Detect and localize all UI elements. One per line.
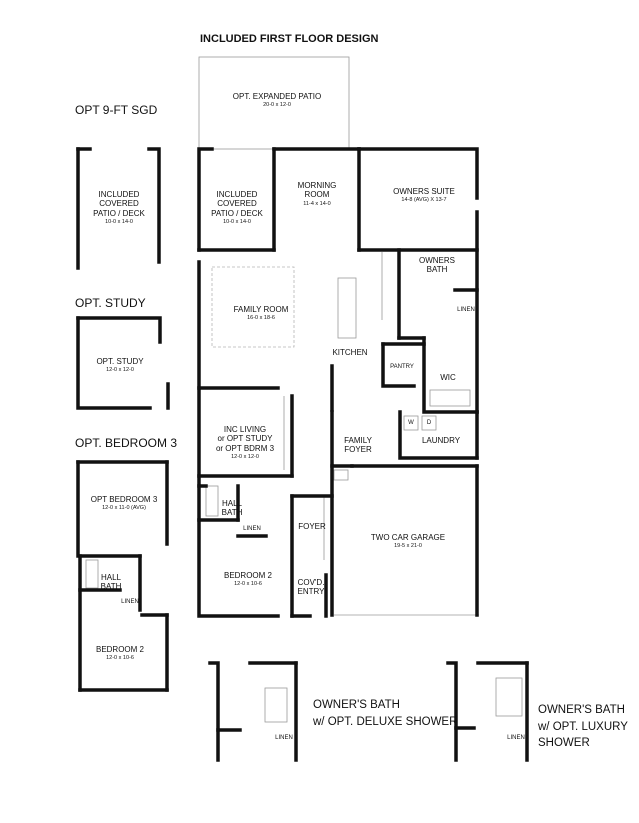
room-bedroom2-opt: BEDROOM 2 12-0 x 10-6 xyxy=(82,645,158,662)
room-name: BEDROOM 2 xyxy=(223,571,272,580)
room-dim: 16-0 x 18-6 xyxy=(247,315,275,322)
room-wic: WIC xyxy=(440,373,456,382)
room-name: INCLUDED COVERED PATIO / DECK xyxy=(211,190,263,218)
room-opt-study: OPT. STUDY 12-0 x 12-0 xyxy=(82,357,158,374)
deluxe-shower-box xyxy=(264,687,288,723)
room-pantry: PANTRY xyxy=(390,364,414,370)
section-label-bedroom3: OPT. BEDROOM 3 xyxy=(75,436,178,450)
room-dim: 12-0 x 12-0 xyxy=(231,453,259,460)
room-name: OWNERS SUITE xyxy=(393,187,455,196)
room-dim: 20-0 x 12-0 xyxy=(263,102,291,109)
room-dim: 12-0 x 11-0 (AVG) xyxy=(102,505,146,512)
option-luxury-shower: OWNER'S BATH w/ OPT. LUXURY SHOWER xyxy=(538,704,628,750)
opt-hall-bath-tub xyxy=(85,559,99,589)
room-name: OPT. STUDY xyxy=(96,357,144,366)
room-dim: 12-0 x 10-6 xyxy=(106,655,134,662)
wall-wic xyxy=(422,336,479,414)
room-name: BEDROOM 2 xyxy=(95,645,144,654)
wall-pantry xyxy=(381,342,416,388)
option-deluxe-shower: OWNER'S BATH w/ OPT. DELUXE SHOWER xyxy=(313,699,458,728)
room-dim: 11-4 x 14-0 xyxy=(303,200,331,207)
room-dim: 12-0 x 10-6 xyxy=(234,581,262,588)
thin-lines xyxy=(85,56,523,723)
room-dim: 12-0 x 12-0 xyxy=(106,367,134,374)
room-name: INCLUDED COVERED PATIO / DECK xyxy=(93,190,145,218)
room-bedroom2: BEDROOM 2 12-0 x 10-6 xyxy=(210,571,286,588)
page-title: INCLUDED FIRST FLOOR DESIGN xyxy=(200,33,379,45)
walls xyxy=(76,147,529,762)
wall-suite-top xyxy=(357,147,479,200)
room-owners-bath: OWNERS BATH xyxy=(419,256,455,275)
section-label-sgd: OPT 9-FT SGD xyxy=(75,103,158,117)
room-dim: 19-5 x 21-0 xyxy=(394,543,422,550)
room-inc-living: INC LIVING or OPT STUDY or OPT BDRM 3 12… xyxy=(204,416,286,469)
garage-step xyxy=(333,469,349,481)
room-linen-opt: LINEN xyxy=(121,599,139,605)
room-name: OPT. EXPANDED PATIO xyxy=(232,92,322,101)
luxury-shower-box xyxy=(495,677,523,717)
room-dim: 10-0 x 14-0 xyxy=(105,218,133,225)
washer-box xyxy=(403,415,419,431)
wall-study xyxy=(76,316,162,344)
room-hall-bath: HALL BATH xyxy=(221,499,243,518)
room-family: FAMILY ROOM 16-0 x 18-6 xyxy=(222,305,300,322)
room-linen-deluxe: LINEN xyxy=(275,735,293,741)
room-covered-patio-main: INCLUDED COVERED PATIO / DECK 10-0 x 14-… xyxy=(200,181,274,234)
dryer-box xyxy=(421,415,437,431)
room-covd-entry: COV'D. ENTRY xyxy=(297,578,325,597)
wall-deluxe xyxy=(208,661,220,762)
room-hall-bath-opt: HALL BATH xyxy=(100,573,122,592)
room-linen-owner: LINEN xyxy=(457,307,475,313)
room-dim: 10-0 x 14-0 xyxy=(223,218,251,225)
room-owners-suite: OWNERS SUITE 14-8 (AVG) X 13-7 xyxy=(376,187,472,204)
room-expanded-patio: OPT. EXPANDED PATIO 20-0 x 12-0 xyxy=(222,92,332,109)
room-washer: W xyxy=(408,420,414,426)
room-name: INC LIVING or OPT STUDY or OPT BDRM 3 xyxy=(215,425,275,453)
room-linen-luxury: LINEN xyxy=(507,735,525,741)
room-dim: 14-8 (AVG) X 13-7 xyxy=(401,197,447,204)
wall-study-b xyxy=(76,316,152,410)
room-name: MORNING ROOM xyxy=(297,181,337,200)
room-dryer: D xyxy=(426,420,432,426)
room-garage: TWO CAR GARAGE 19-5 x 21-0 xyxy=(360,533,456,550)
room-name: TWO CAR GARAGE xyxy=(370,533,446,542)
room-foyer: FOYER xyxy=(298,522,326,531)
hall-bath-tub xyxy=(205,485,219,517)
room-opt-bedroom3: OPT BEDROOM 3 12-0 x 11-0 (AVG) xyxy=(84,495,164,512)
section-label-study: OPT. STUDY xyxy=(75,296,146,310)
room-name: OPT BEDROOM 3 xyxy=(90,495,158,504)
wall-laundry xyxy=(398,410,479,460)
room-name: FAMILY ROOM xyxy=(233,305,289,314)
room-family-foyer: FAMILY FOYER xyxy=(344,436,372,455)
family-room-rug-outline xyxy=(211,266,295,348)
wic-shelf xyxy=(429,389,471,407)
room-covered-patio-opt: INCLUDED COVERED PATIO / DECK 10-0 x 14-… xyxy=(80,181,158,234)
room-linen-hall: LINEN xyxy=(243,526,261,532)
wall-sgd-right xyxy=(147,147,161,264)
wall-hallbath xyxy=(197,484,280,618)
kitchen-island xyxy=(337,277,357,339)
room-laundry: LAUNDRY xyxy=(421,436,461,445)
room-kitchen: KITCHEN xyxy=(332,348,368,357)
room-morning: MORNING ROOM 11-4 x 14-0 xyxy=(284,172,350,216)
wall-main-left xyxy=(197,147,214,252)
